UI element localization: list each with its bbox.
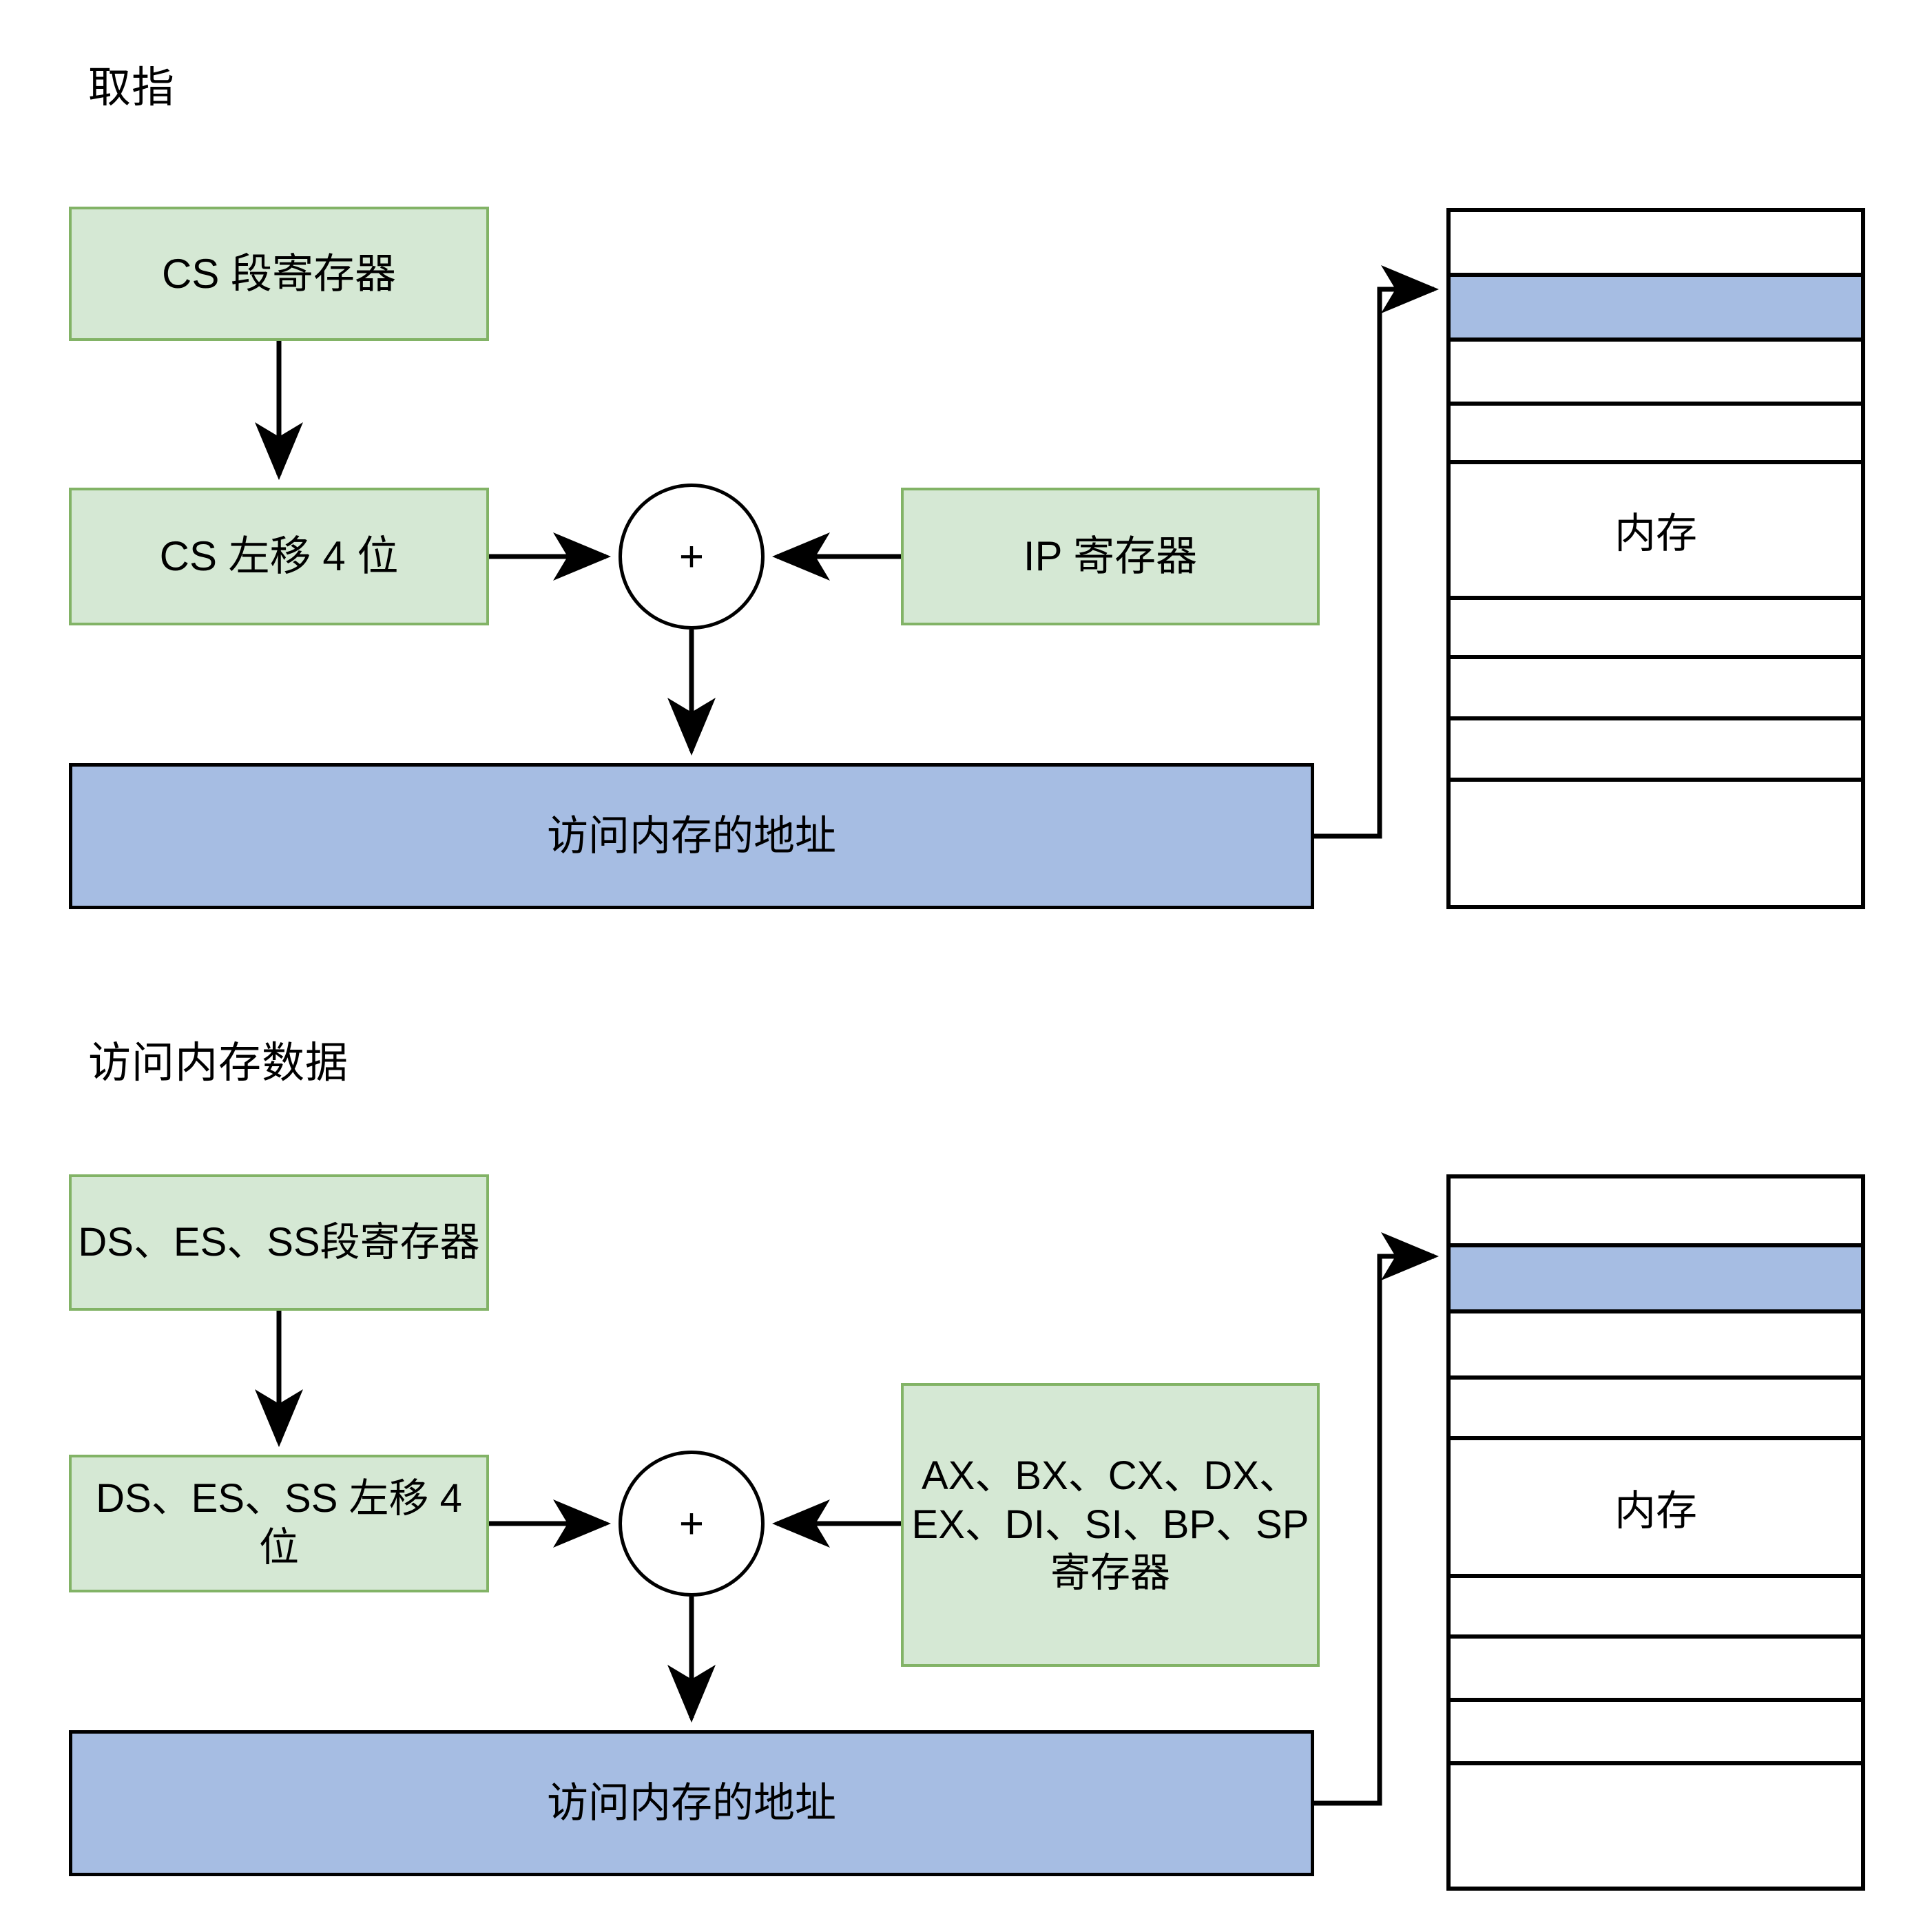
adder-circle-fetch[interactable]: + [619,484,765,630]
memory-row-label-fetch[interactable]: 内存 [1451,464,1861,600]
memory-row[interactable] [1451,659,1861,720]
memory-row-highlighted-fetch[interactable] [1451,277,1861,342]
memory-grid-data: 内存 [1446,1174,1865,1891]
memory-row[interactable] [1451,212,1861,277]
ds-es-ss-shift-left-4-label: DS、ES、SS 左移 4 位 [96,1476,462,1570]
ds-es-ss-segment-register-label: DS、ES、SS段寄存器 [78,1219,480,1265]
memory-row[interactable] [1451,1313,1861,1380]
ip-register-box[interactable]: IP 寄存器 [901,488,1320,625]
memory-row[interactable] [1451,1765,1861,1826]
section-title-data-access: 访问内存数据 [88,1039,349,1087]
memory-row[interactable] [1451,600,1861,659]
section-title-fetch: 取指 [88,64,176,112]
memory-row[interactable] [1451,782,1861,840]
memory-row[interactable] [1451,1380,1861,1440]
memory-row[interactable] [1451,406,1861,464]
memory-grid-fetch: 内存 [1446,208,1865,909]
connector-address-bar-to-memory-data [1314,1232,1439,1806]
adder-plus-symbol-fetch: + [678,532,705,581]
memory-row[interactable] [1451,1578,1861,1639]
memory-label-fetch: 内存 [1614,510,1697,557]
memory-row[interactable] [1451,1639,1861,1702]
cs-segment-register-box[interactable]: CS 段寄存器 [69,207,489,341]
memory-row-highlighted-data[interactable] [1451,1247,1861,1313]
cs-segment-register-label: CS 段寄存器 [161,250,397,297]
cs-shift-left-4-label: CS 左移 4 位 [159,533,399,580]
adder-circle-data[interactable]: + [619,1451,765,1597]
memory-row[interactable] [1451,720,1861,782]
cs-shift-left-4-box[interactable]: CS 左移 4 位 [69,488,489,625]
adder-plus-symbol-data: + [678,1499,705,1548]
general-purpose-registers-label: AX、BX、CX、DX、EX、DI、SI、BP、SP 寄存器 [911,1453,1309,1596]
memory-address-bar-fetch[interactable]: 访问内存的地址 [69,763,1314,909]
ip-register-label: IP 寄存器 [1023,533,1198,580]
memory-row-label-data[interactable]: 内存 [1451,1440,1861,1578]
memory-address-bar-label-fetch: 访问内存的地址 [547,813,836,860]
general-purpose-registers-box[interactable]: AX、BX、CX、DX、EX、DI、SI、BP、SP 寄存器 [901,1383,1320,1667]
memory-row[interactable] [1451,342,1861,406]
memory-row[interactable] [1451,1702,1861,1765]
ds-es-ss-shift-left-4-box[interactable]: DS、ES、SS 左移 4 位 [69,1455,489,1592]
memory-row[interactable] [1451,1178,1861,1247]
memory-address-bar-label-data: 访问内存的地址 [547,1780,836,1827]
ds-es-ss-segment-register-box[interactable]: DS、ES、SS段寄存器 [69,1174,489,1311]
connector-address-bar-to-memory-fetch [1314,265,1439,839]
memory-address-bar-data[interactable]: 访问内存的地址 [69,1730,1314,1876]
memory-label-data: 内存 [1614,1487,1697,1534]
